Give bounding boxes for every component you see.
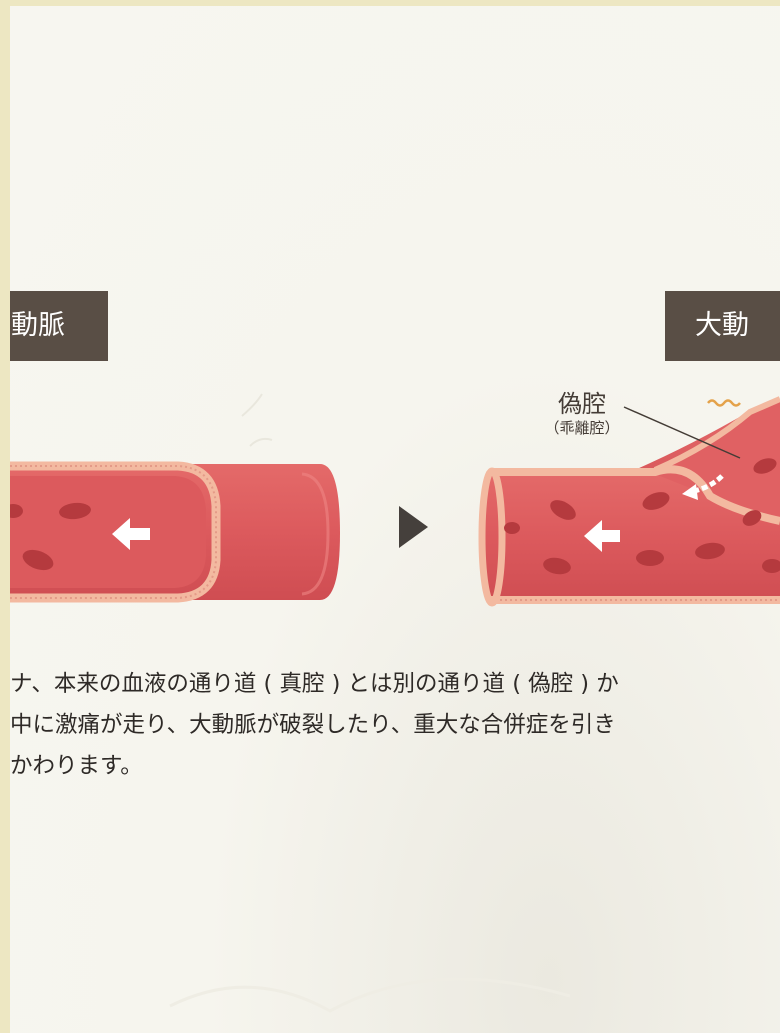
transition-arrow — [399, 506, 428, 548]
blood-cell — [762, 559, 780, 573]
blood-cell — [550, 500, 576, 520]
blood-cell — [695, 542, 725, 560]
description-line-2: 中に激痛が走り、大動脈が破裂したり、重大な合併症を引き — [10, 712, 616, 738]
frame-left — [0, 0, 10, 1033]
blood-cell — [636, 550, 664, 566]
frame-top — [0, 0, 780, 6]
aortic-dissection-heading: 大動 — [665, 291, 780, 361]
blood-cell — [504, 522, 520, 534]
normal-aorta-vessel — [10, 461, 340, 603]
false-lumen-title: 偽腔 — [558, 390, 606, 418]
false-lumen-leader-line — [623, 406, 741, 459]
blood-flow-arrow — [112, 518, 150, 550]
background-hill — [169, 977, 571, 1013]
false-lumen-subtitle: （乖離腔） — [544, 419, 620, 437]
background-crack — [241, 393, 273, 447]
blood-flow-arrow — [584, 520, 620, 552]
blood-cell — [742, 510, 762, 526]
diagram-canvas: 動脈 大動 偽腔 （乖離腔） ナ、本来の血液の通り道 ( 真腔 ) とは別の通り… — [10, 6, 780, 1033]
description-line-1: ナ、本来の血液の通り道 ( 真腔 ) とは別の通り道 ( 偽腔 ) か — [10, 671, 619, 697]
blood-cell — [22, 549, 54, 571]
dissected-aorta-vessel — [478, 396, 780, 607]
blood-cell — [753, 458, 777, 474]
description-text: ナ、本来の血液の通り道 ( 真腔 ) とは別の通り道 ( 偽腔 ) か 中に激痛… — [10, 664, 780, 787]
blood-cell — [59, 502, 91, 520]
entry-tear-arrow — [689, 474, 724, 495]
false-lumen-label: 偽腔 （乖離腔） — [536, 390, 628, 438]
pain-squiggle-icon — [707, 399, 741, 407]
blood-cell — [543, 557, 571, 575]
blood-cell — [10, 504, 23, 518]
normal-aorta-heading: 動脈 — [10, 291, 108, 361]
diagram-artwork — [10, 393, 780, 1013]
description-line-3: かわります。 — [10, 753, 143, 779]
blood-cell — [642, 492, 670, 510]
